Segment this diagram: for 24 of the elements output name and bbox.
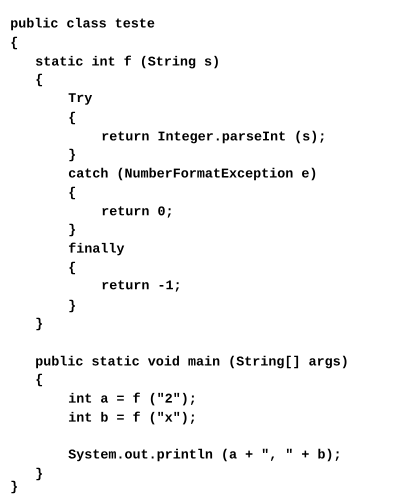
code-line: }: [36, 468, 42, 480]
code-line: static int f (String s): [36, 56, 218, 68]
code-line: return Integer.parseInt (s);: [102, 130, 324, 144]
code-line: catch (NumberFormatException e): [68, 168, 316, 180]
code-line: {: [11, 36, 18, 50]
code-line: return 0;: [102, 206, 171, 218]
code-line: {: [36, 374, 42, 386]
code-line: System.out.println (a + ", " + b);: [68, 448, 339, 462]
code-line: }: [69, 224, 75, 236]
code-line: public class teste: [11, 18, 154, 30]
code-line: }: [11, 480, 17, 494]
code-line: {: [36, 74, 42, 86]
code-line: return -1;: [102, 280, 179, 292]
code-line: {: [69, 262, 76, 274]
code-line: finally: [68, 242, 124, 256]
code-line: Try: [68, 93, 92, 105]
code-line: public static void main (String[] args): [36, 356, 346, 368]
code-line: int a = f ("2");: [68, 392, 194, 406]
code-line: }: [69, 300, 75, 312]
code-line: int b = f ("x");: [68, 412, 194, 424]
code-line: }: [36, 318, 42, 330]
code-line: }: [69, 148, 75, 162]
code-line: {: [69, 112, 76, 124]
code-line: {: [69, 186, 76, 200]
